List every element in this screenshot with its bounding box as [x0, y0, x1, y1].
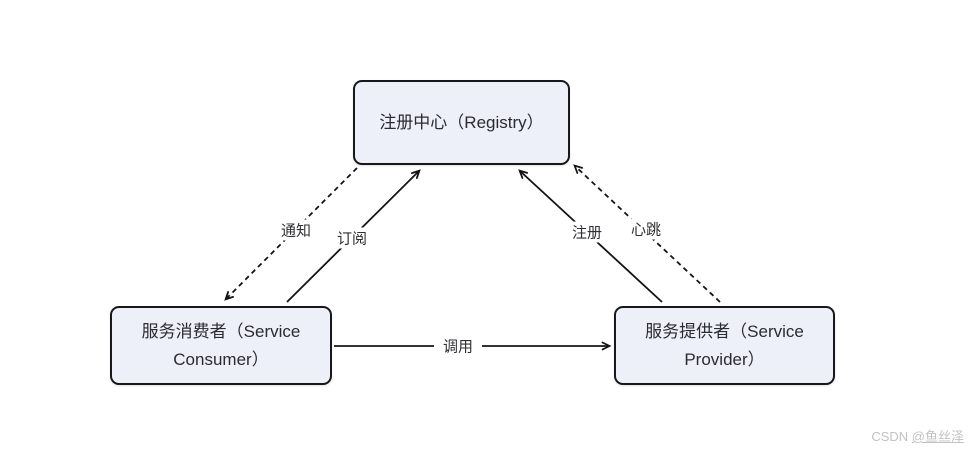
watermark-prefix: CSDN [871, 429, 912, 444]
node-provider: 服务提供者（Service Provider） [614, 306, 835, 385]
watermark-handle: @鱼丝泽 [911, 429, 964, 444]
edge-label-invoke: 调用 [433, 335, 483, 357]
edge-label-notify: 通知 [276, 219, 316, 241]
node-consumer: 服务消费者（Service Consumer） [110, 306, 332, 385]
node-registry: 注册中心（Registry） [353, 80, 570, 165]
edge-label-register: 注册 [567, 221, 607, 243]
edge-label-subscribe: 订阅 [332, 227, 372, 249]
edge-label-heartbeat: 心跳 [626, 218, 666, 240]
watermark: CSDN @鱼丝泽 [871, 426, 964, 445]
